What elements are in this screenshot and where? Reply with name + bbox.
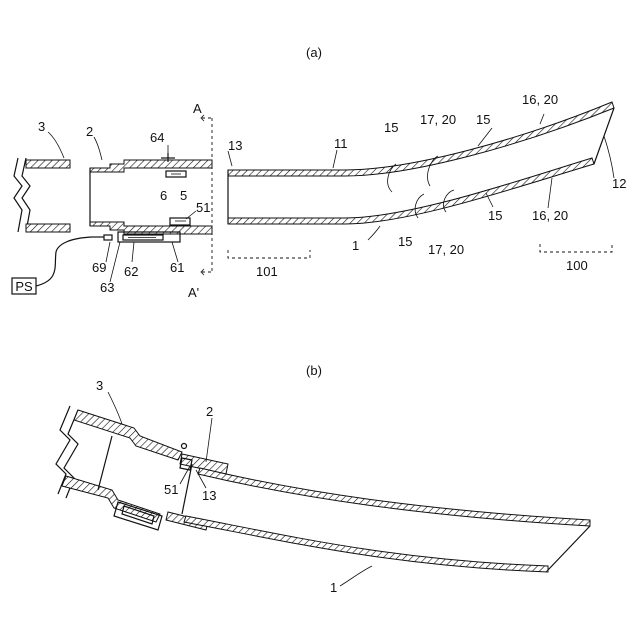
- label-62: 62: [124, 264, 138, 279]
- label-17-20-top: 17, 20: [420, 112, 456, 127]
- label-15-top-right: 15: [476, 112, 490, 127]
- power-supply-label: PS: [15, 279, 33, 294]
- panel-a: (a): [12, 45, 626, 300]
- section-marker-bottom: A': [188, 285, 199, 300]
- label-3: 3: [38, 119, 45, 134]
- label-b-1: 1: [330, 580, 337, 595]
- panel-b: (b): [56, 363, 590, 595]
- label-15-top-left: 15: [384, 120, 398, 135]
- label-6: 6: [160, 188, 167, 203]
- label-b-3: 3: [96, 378, 103, 393]
- panel-b-caption: (b): [306, 363, 322, 378]
- label-16-20-bottom: 16, 20: [532, 208, 568, 223]
- part-3-pipe-tilted: [56, 406, 182, 530]
- label-15-bottom-left: 15: [398, 234, 412, 249]
- label-b-51: 51: [164, 482, 178, 497]
- label-12: 12: [612, 176, 626, 191]
- label-1: 1: [352, 238, 359, 253]
- label-61: 61: [170, 260, 184, 275]
- part-1-tube-tilted: [184, 468, 590, 572]
- label-17-20-bottom: 17, 20: [428, 242, 464, 257]
- label-51: 51: [196, 200, 210, 215]
- label-63: 63: [100, 280, 114, 295]
- label-100: 100: [566, 258, 588, 273]
- label-64: 64: [150, 130, 164, 145]
- label-13: 13: [228, 138, 242, 153]
- section-marker-top: A: [193, 101, 202, 116]
- label-16-20-top: 16, 20: [522, 92, 558, 107]
- label-15-bottom-right: 15: [488, 208, 502, 223]
- label-11: 11: [334, 136, 348, 151]
- label-5: 5: [180, 188, 187, 203]
- part-3-pipe: [14, 158, 70, 232]
- label-b-13: 13: [202, 488, 216, 503]
- label-b-2: 2: [206, 404, 213, 419]
- label-101: 101: [256, 264, 278, 279]
- panel-a-caption: (a): [306, 45, 322, 60]
- label-2: 2: [86, 124, 93, 139]
- label-69: 69: [92, 260, 106, 275]
